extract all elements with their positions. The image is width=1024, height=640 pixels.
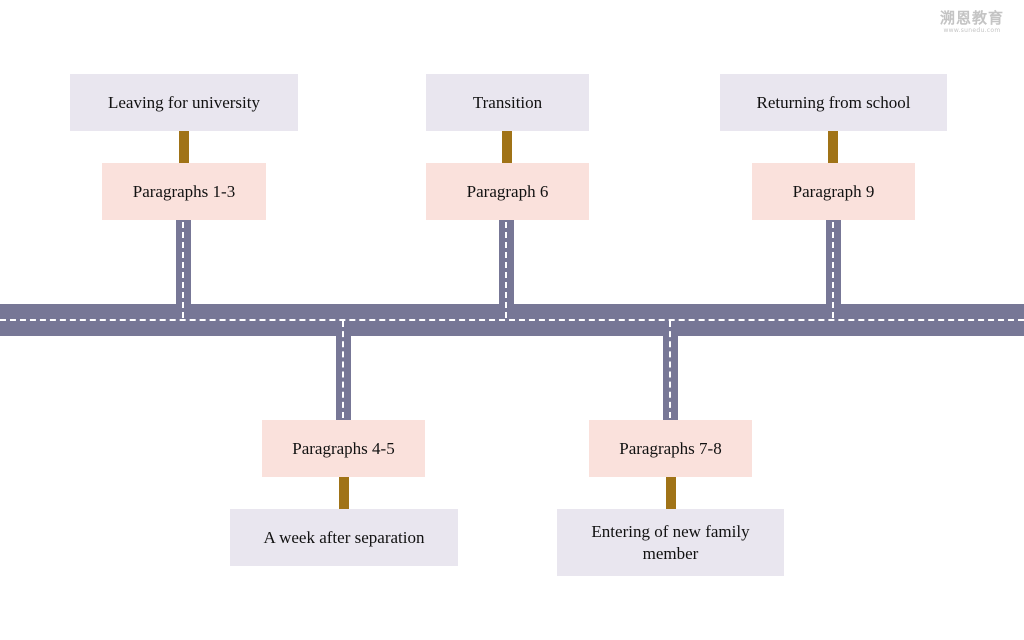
branch-road-bottom-2-dashes — [669, 321, 671, 418]
event-box-week-after-separation: A week after separation — [230, 509, 458, 566]
event-box-leaving-for-university: Leaving for university — [70, 74, 298, 131]
paragraph-box-4-5: Paragraphs 4-5 — [262, 420, 425, 477]
branch-road-top-3-dashes — [832, 222, 834, 318]
branch-road-bottom-1-dashes — [342, 321, 344, 418]
paragraph-box-9: Paragraph 9 — [752, 163, 915, 220]
connector-top-1 — [179, 130, 189, 163]
event-box-transition: Transition — [426, 74, 589, 131]
connector-bottom-1 — [339, 476, 349, 509]
branch-road-top-1-dashes — [182, 222, 184, 318]
connector-top-2 — [502, 130, 512, 163]
brand-logo-text: 溯恩教育 — [939, 9, 1004, 27]
branch-road-top-2-dashes — [505, 222, 507, 318]
connector-bottom-2 — [666, 476, 676, 509]
event-box-returning-from-school: Returning from school — [720, 74, 947, 131]
brand-logo-url: www.sunedu.com — [943, 27, 1001, 34]
paragraph-box-6: Paragraph 6 — [426, 163, 589, 220]
connector-top-3 — [828, 130, 838, 163]
paragraph-box-7-8: Paragraphs 7-8 — [589, 420, 752, 477]
timeline-road-dashes — [0, 319, 1024, 321]
event-box-entering-new-family-member: Entering of new family member — [557, 509, 784, 576]
paragraph-box-1-3: Paragraphs 1-3 — [102, 163, 266, 220]
brand-logo: 溯恩教育 www.sunedu.com — [940, 9, 1004, 35]
